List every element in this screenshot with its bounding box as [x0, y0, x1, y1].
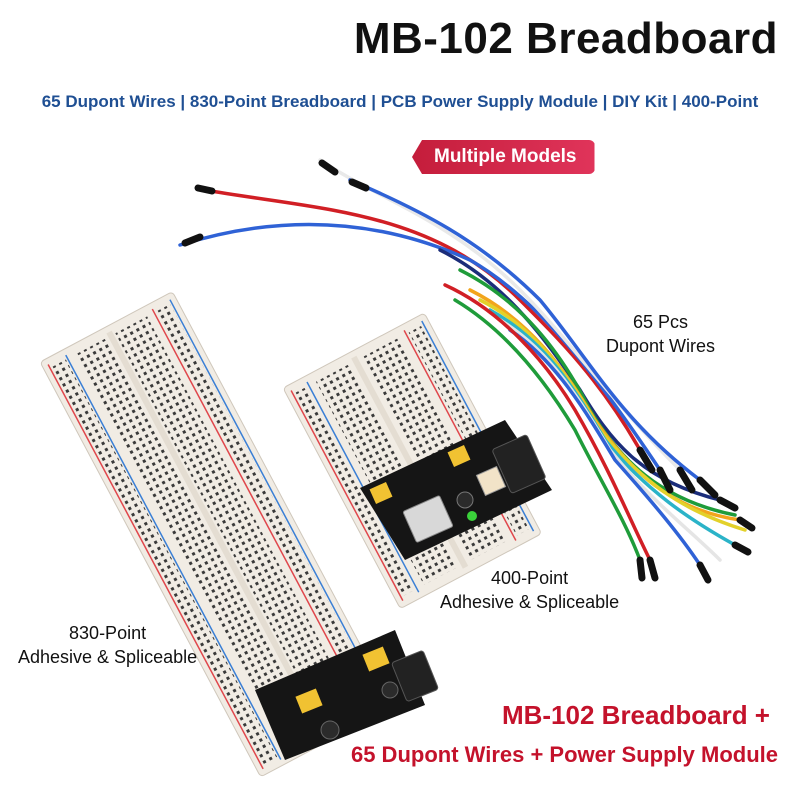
product-subtitle: 65 Dupont Wires | 830-Point Breadboard |…	[41, 92, 759, 111]
wires-label: 65 Pcs Dupont Wires	[606, 310, 715, 358]
promo-line-2: 65 Dupont Wires + Power Supply Module	[350, 742, 778, 767]
large-breadboard	[40, 292, 393, 777]
small-board-label-line1: 400-Point	[491, 568, 569, 588]
multiple-models-badge: Multiple Models	[412, 140, 595, 174]
small-board-label-line2: Adhesive & Spliceable	[440, 592, 620, 612]
power-module-large	[255, 630, 439, 760]
small-board-label: 400-Point Adhesive & Spliceable	[440, 566, 619, 614]
promo-line-1: MB-102 Breadboard +	[501, 700, 770, 730]
product-title: MB-102 Breadboard	[353, 14, 778, 63]
dupont-wires	[178, 158, 756, 584]
wires-label-line1: 65 Pcs	[633, 312, 689, 332]
large-board-label: 830-Point Adhesive & Spliceable	[18, 621, 197, 669]
large-board-label-line2: Adhesive & Spliceable	[18, 647, 198, 667]
wires-label-line2: Dupont Wires	[606, 336, 716, 356]
power-module-small	[360, 420, 552, 560]
large-board-label-line1: 830-Point	[69, 623, 147, 643]
